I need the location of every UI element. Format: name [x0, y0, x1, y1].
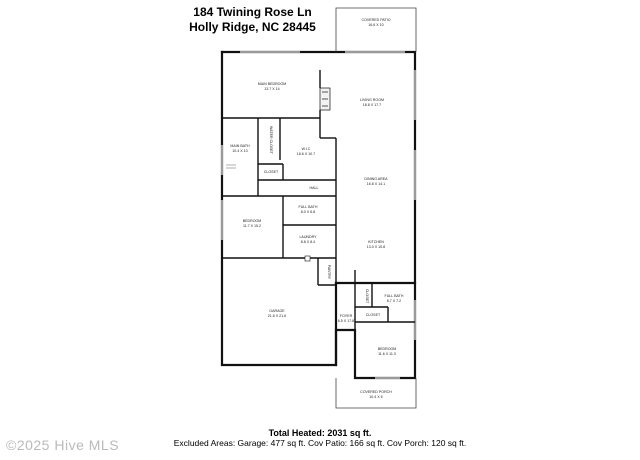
room-name-closet-c: CLOSET — [366, 313, 381, 317]
room-dims-main-bedroom: 13.7 X 14 — [264, 87, 279, 91]
room-name-covered-patio: COVERED PATIO — [361, 18, 390, 22]
room-dims-living-room: 18.8 X 17.7 — [363, 103, 381, 107]
main-bath-tub — [226, 164, 236, 169]
room-dims-covered-patio: 16.6 X 10 — [368, 23, 383, 27]
room-dims-kitchen: 13.0 X 10.8 — [367, 245, 385, 249]
room-name-hall: HALL — [310, 186, 319, 190]
room-dims-wic: 18.6 X 10.7 — [297, 152, 315, 156]
watermark: ©2025 Hive MLS — [6, 437, 120, 453]
room-name-covered-porch: COVERED PORCH — [360, 390, 392, 394]
room-name-pantry: PANTRY — [327, 265, 331, 280]
room-name-dining-area: DINING AREA — [364, 177, 388, 181]
room-dims-main-bath: 10.4 X 13 — [232, 149, 247, 153]
room-dims-bedroom-2: 11.6 X 11.3 — [378, 352, 396, 356]
fireplace — [319, 87, 331, 111]
room-dims-laundry: 8.8 X 8.4 — [301, 240, 315, 244]
address-line-1: 184 Twining Rose Ln — [193, 5, 312, 19]
room-name-bedroom-2: BEDROOM — [378, 347, 397, 351]
room-name-living-room: LIVING ROOM — [360, 98, 384, 102]
room-name-garage: GARAGE — [269, 309, 285, 313]
room-name-foyer: FOYER — [340, 314, 353, 318]
room-dims-full-bath-1: 8.0 X 6.8 — [301, 210, 315, 214]
windows — [221, 51, 416, 379]
room-dims-full-bath-2: 8.7 X 7.2 — [387, 299, 401, 303]
covered-patio-outline — [335, 7, 417, 52]
room-dims-dining-area: 16.8 X 14.1 — [367, 182, 385, 186]
room-name-kitchen: KITCHEN — [368, 240, 384, 244]
room-dims-foyer: 6.5 X 17.8 — [338, 319, 354, 323]
room-dims-garage: 21.6 X 21.6 — [268, 314, 286, 318]
interior-walls — [222, 70, 415, 330]
room-name-full-bath-1: FULL BATH — [299, 205, 318, 209]
room-name-closet-a: CLOSET — [264, 170, 279, 174]
excluded-areas: Excluded Areas: Garage: 477 sq ft. Cov P… — [173, 438, 467, 448]
total-heated: Total Heated: 2031 sq ft. — [268, 428, 372, 438]
room-name-closet-b: CLOSET — [365, 289, 369, 304]
room-name-bedroom-1: BEDROOM — [243, 219, 262, 223]
covered-porch-outline — [335, 378, 417, 409]
room-name-main-bath: MAIN BATH — [230, 144, 250, 148]
room-labels: COVERED PATIO 16.6 X 10 MAIN BEDROOM 13.… — [230, 18, 404, 399]
room-name-main-bedroom: MAIN BEDROOM — [258, 82, 287, 86]
room-name-laundry: LAUNDRY — [299, 235, 317, 239]
room-dims-bedroom-1: 11.7 X 15.2 — [243, 224, 261, 228]
exterior-walls — [220, 50, 417, 380]
laundry-door — [304, 255, 311, 262]
room-name-water-closet: WATER CLOSET — [269, 126, 273, 155]
room-name-full-bath-2: FULL BATH — [385, 294, 404, 298]
address-line-2: Holly Ridge, NC 28445 — [189, 20, 316, 34]
room-dims-covered-porch: 10.4 X 6 — [369, 395, 382, 399]
room-name-wic: W.I.C — [302, 147, 311, 151]
